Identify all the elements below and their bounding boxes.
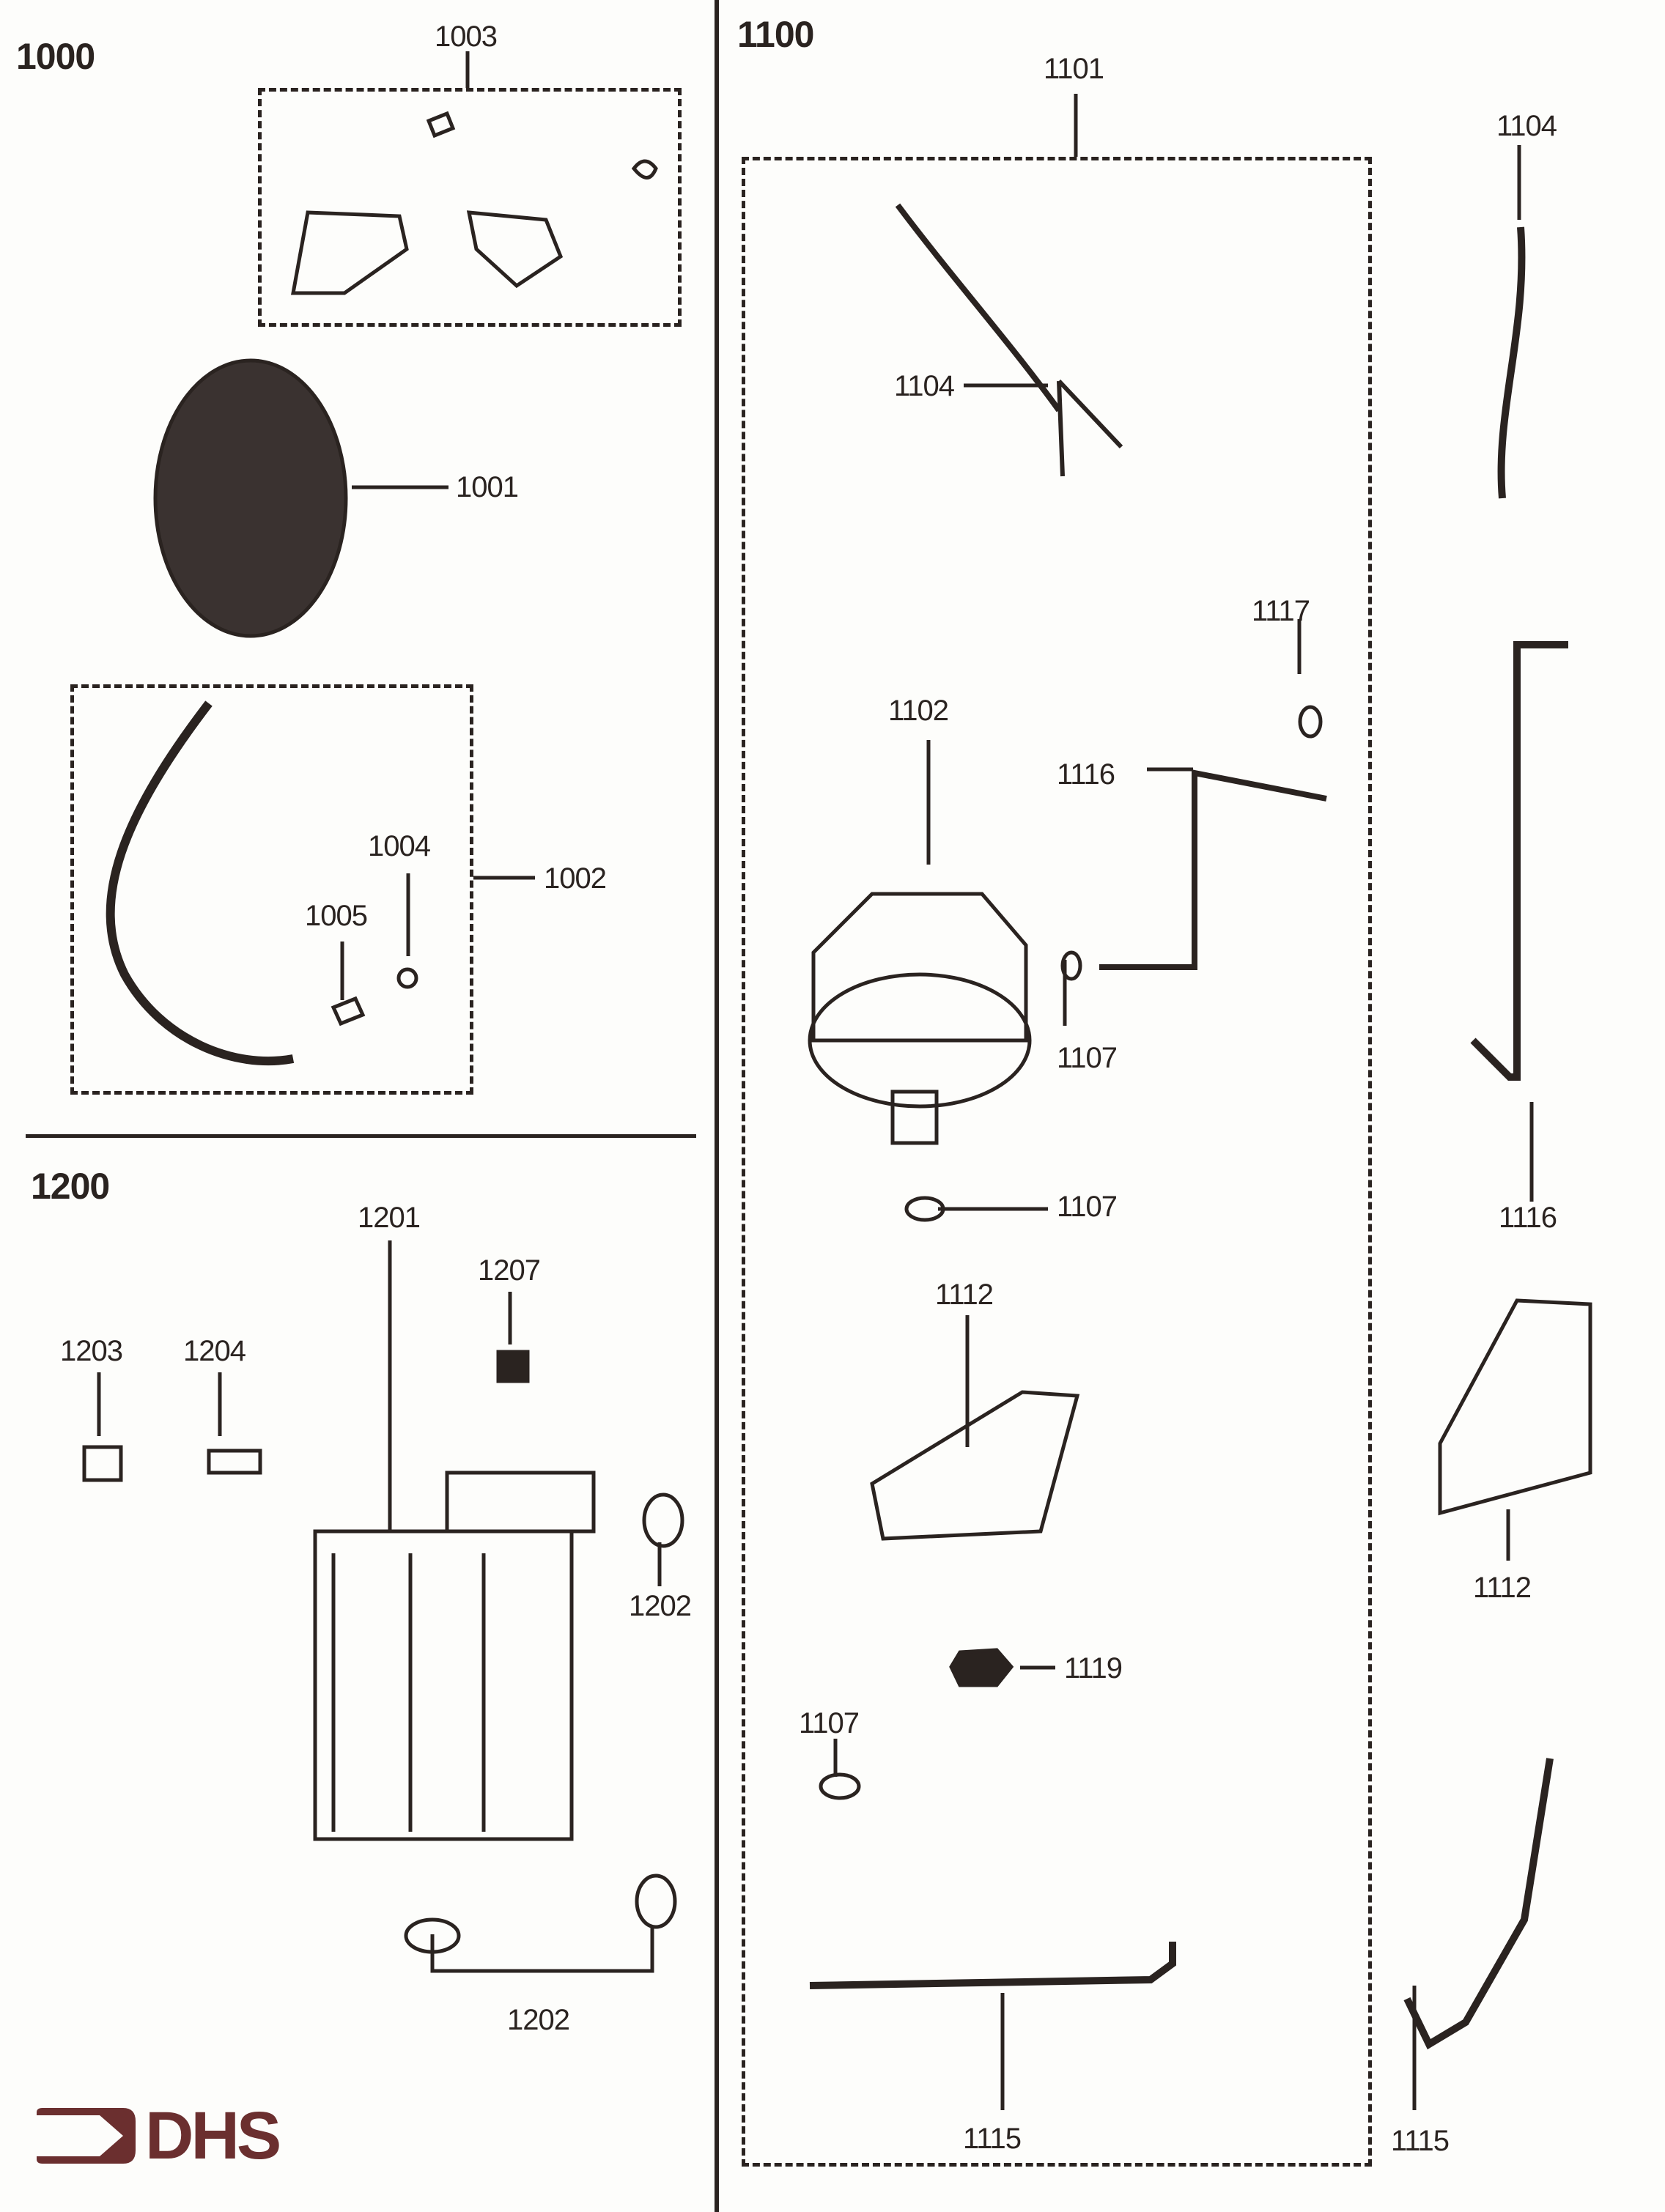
- callout-1004: 1004: [368, 830, 431, 862]
- callout-1115-right: 1115: [1391, 2125, 1450, 2157]
- callout-1102: 1102: [888, 695, 949, 727]
- plug-1207: [496, 1350, 530, 1383]
- fitting-1005: [331, 996, 366, 1027]
- callout-1003: 1003: [435, 21, 498, 53]
- kit-box-1002: [70, 684, 473, 1095]
- pipe-1116b: [1470, 641, 1568, 1081]
- pipe-1116a: [1099, 769, 1327, 970]
- pressure-switch-1102: [808, 892, 1032, 1145]
- bracket-clip-part: [291, 111, 658, 295]
- callout-1112-right: 1112: [1473, 1572, 1532, 1604]
- callout-1002: 1002: [544, 862, 607, 895]
- bracket-1112b: [1438, 1298, 1592, 1516]
- wire-harness-1104a: [895, 203, 1062, 413]
- callout-1204: 1204: [183, 1335, 246, 1367]
- logo-text: DHS: [145, 2098, 281, 2173]
- gasket-1202a: [642, 1492, 684, 1548]
- section-title-1200: 1200: [31, 1166, 110, 1207]
- callout-1104-right: 1104: [1496, 110, 1557, 142]
- callout-1001: 1001: [456, 471, 519, 503]
- oring-1107c: [819, 1772, 861, 1800]
- pipe-1115a: [809, 1942, 1176, 1989]
- kit-box-1101: [742, 157, 1372, 2167]
- screw-1204: [207, 1449, 262, 1475]
- callout-1101: 1101: [1044, 53, 1104, 85]
- nut-1119: [949, 1648, 1014, 1687]
- hose-part: [106, 700, 295, 1065]
- gasket-1202b: [635, 1873, 677, 1929]
- pipe-1115b: [1403, 1758, 1554, 2050]
- oring-1107b: [904, 1196, 945, 1222]
- callout-1202-bottom: 1202: [507, 2004, 570, 2036]
- callout-1115-left: 1115: [963, 2123, 1022, 2155]
- callout-1116-right: 1116: [1499, 1202, 1557, 1234]
- arrow-logo-icon: [37, 2108, 136, 2164]
- callout-1116-left: 1116: [1057, 758, 1115, 791]
- callout-1107-a: 1107: [1057, 1042, 1118, 1074]
- callout-1201: 1201: [358, 1202, 421, 1234]
- gasket-1202c: [404, 1917, 461, 1954]
- leader-1202b: [430, 1927, 654, 1973]
- dhs-logo: DHS: [37, 2102, 281, 2170]
- callout-1005: 1005: [305, 900, 368, 932]
- heat-exchanger-1201: [313, 1471, 596, 1841]
- washer-1004: [396, 967, 418, 989]
- section-title-1100: 1100: [737, 14, 814, 55]
- oring-1117: [1298, 705, 1323, 739]
- callout-1119: 1119: [1064, 1652, 1123, 1684]
- oring-1107a: [1060, 950, 1082, 981]
- callout-1112-left: 1112: [935, 1279, 994, 1311]
- callout-1107-c: 1107: [799, 1707, 860, 1739]
- vertical-divider: [715, 0, 719, 2212]
- bracket-1112a: [870, 1390, 1080, 1541]
- horizontal-divider: [26, 1134, 696, 1138]
- callout-1202-top: 1202: [629, 1590, 692, 1622]
- callout-1117: 1117: [1252, 595, 1310, 627]
- disc-part: [153, 358, 348, 638]
- callout-1107-b: 1107: [1057, 1191, 1118, 1223]
- callout-1207: 1207: [478, 1254, 541, 1287]
- callout-1203: 1203: [60, 1335, 123, 1367]
- section-title-1000: 1000: [16, 36, 95, 77]
- wire-1104b: [1497, 226, 1526, 499]
- kit-box-1003: [258, 88, 682, 327]
- callout-1104-left: 1104: [894, 370, 955, 402]
- clip-1203: [82, 1445, 123, 1482]
